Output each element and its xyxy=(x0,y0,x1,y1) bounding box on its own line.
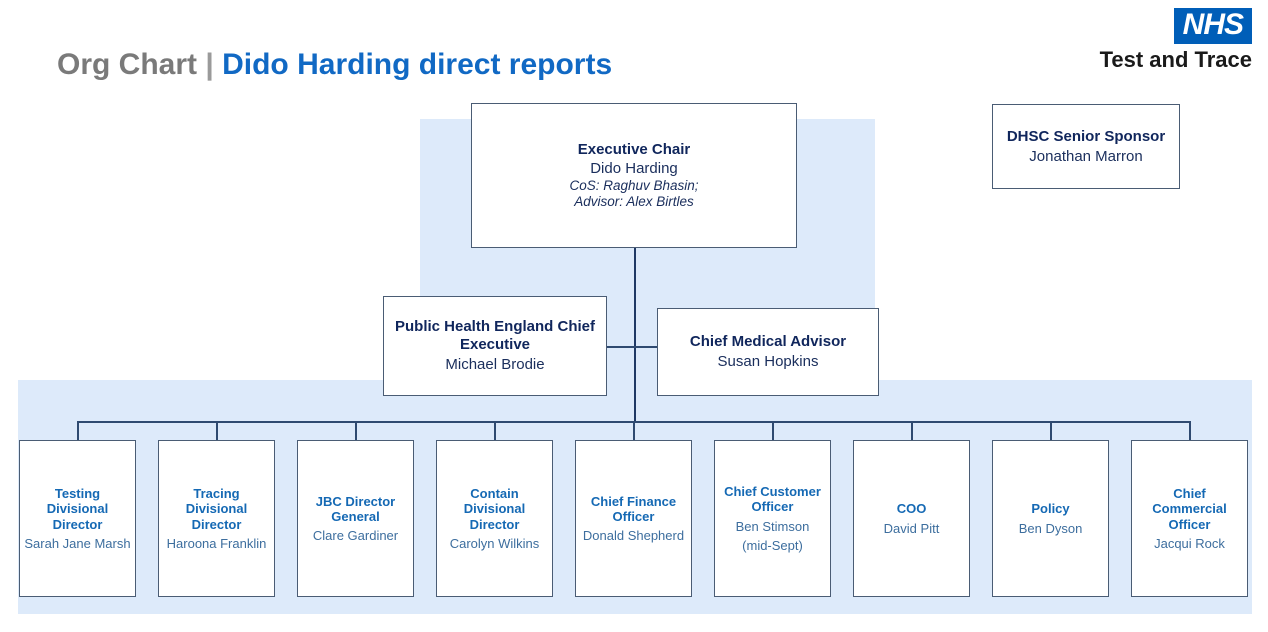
node-role: Public Health England Chief Executive xyxy=(394,318,596,354)
node-person: Donald Shepherd xyxy=(582,528,685,544)
connector-to-cma xyxy=(635,346,658,348)
node-role: Contain Divisional Director xyxy=(463,485,526,532)
node-role: COO xyxy=(896,501,927,517)
connector-drop xyxy=(216,421,218,440)
node-role: Tracing Divisional Director xyxy=(185,485,248,532)
node-person: Clare Gardiner xyxy=(312,528,399,544)
node-person: Carolyn Wilkins xyxy=(449,535,540,551)
connector-drop xyxy=(772,421,774,440)
connector-drop xyxy=(355,421,357,440)
node-policy[interactable]: Policy Ben Dyson xyxy=(992,440,1109,597)
node-coo[interactable]: COO David Pitt xyxy=(853,440,970,597)
nhs-logo: NHS Test and Trace xyxy=(1100,8,1252,73)
node-role: Policy xyxy=(1031,501,1070,517)
node-person: Haroona Franklin xyxy=(166,535,267,551)
connector-drop xyxy=(1050,421,1052,440)
node-person: Susan Hopkins xyxy=(717,353,819,370)
node-note-advisor: Advisor: Alex Birtles xyxy=(574,194,694,210)
connector-drop xyxy=(494,421,496,440)
node-role: DHSC Senior Sponsor xyxy=(1006,127,1166,145)
connector-exec-trunk xyxy=(634,248,636,422)
node-person: Jonathan Marron xyxy=(1029,147,1143,165)
node-role: Testing Divisional Director xyxy=(46,485,109,532)
nhs-logo-mark: NHS xyxy=(1173,8,1252,44)
node-contain-divisional-director[interactable]: Contain Divisional Director Carolyn Wilk… xyxy=(436,440,553,597)
connector-drop xyxy=(1189,421,1191,440)
connector-drop xyxy=(633,421,635,440)
node-person: Jacqui Rock xyxy=(1154,535,1225,551)
node-person: David Pitt xyxy=(883,520,940,536)
page-title-prefix: Org Chart xyxy=(57,48,198,81)
node-person: Sarah Jane Marsh xyxy=(24,535,131,551)
node-role: Chief Commercial Officer xyxy=(1152,485,1227,532)
node-role: Chief Medical Advisor xyxy=(689,333,847,351)
nhs-logo-subtitle: Test and Trace xyxy=(1099,47,1252,72)
node-person: Ben Stimson xyxy=(735,518,810,534)
page-title-main: Dido Harding direct reports xyxy=(222,48,613,81)
node-chief-customer-officer[interactable]: Chief Customer Officer Ben Stimson (mid-… xyxy=(714,440,831,597)
node-tracing-divisional-director[interactable]: Tracing Divisional Director Haroona Fran… xyxy=(158,440,275,597)
connector-drop xyxy=(77,421,79,440)
node-chief-finance-officer[interactable]: Chief Finance Officer Donald Shepherd xyxy=(575,440,692,597)
node-person: Michael Brodie xyxy=(445,355,545,373)
page-title-separator: | xyxy=(205,48,214,81)
node-person-note: (mid-Sept) xyxy=(742,537,803,553)
node-role: Chief Customer Officer xyxy=(724,483,821,515)
node-note-cos: CoS: Raghuv Bhasin; xyxy=(569,178,699,193)
node-dhsc-senior-sponsor[interactable]: DHSC Senior Sponsor Jonathan Marron xyxy=(992,104,1180,189)
node-role: JBC Director General xyxy=(315,493,396,524)
node-chief-commercial-officer[interactable]: Chief Commercial Officer Jacqui Rock xyxy=(1131,440,1248,597)
node-executive-chair[interactable]: Executive Chair Dido Harding CoS: Raghuv… xyxy=(471,103,797,248)
node-person: Ben Dyson xyxy=(1018,520,1083,536)
node-testing-divisional-director[interactable]: Testing Divisional Director Sarah Jane M… xyxy=(19,440,136,597)
node-jbc-director-general[interactable]: JBC Director General Clare Gardiner xyxy=(297,440,414,597)
connector-to-phe xyxy=(607,346,635,348)
connector-drop xyxy=(911,421,913,440)
node-role: Chief Finance Officer xyxy=(590,493,677,524)
node-role: Executive Chair xyxy=(577,140,691,158)
node-chief-medical-advisor[interactable]: Chief Medical Advisor Susan Hopkins xyxy=(657,308,879,396)
node-person: Dido Harding xyxy=(590,160,678,178)
page-title: Org Chart | Dido Harding direct reports xyxy=(57,48,612,82)
node-public-health-england-chief-executive[interactable]: Public Health England Chief Executive Mi… xyxy=(383,296,607,396)
